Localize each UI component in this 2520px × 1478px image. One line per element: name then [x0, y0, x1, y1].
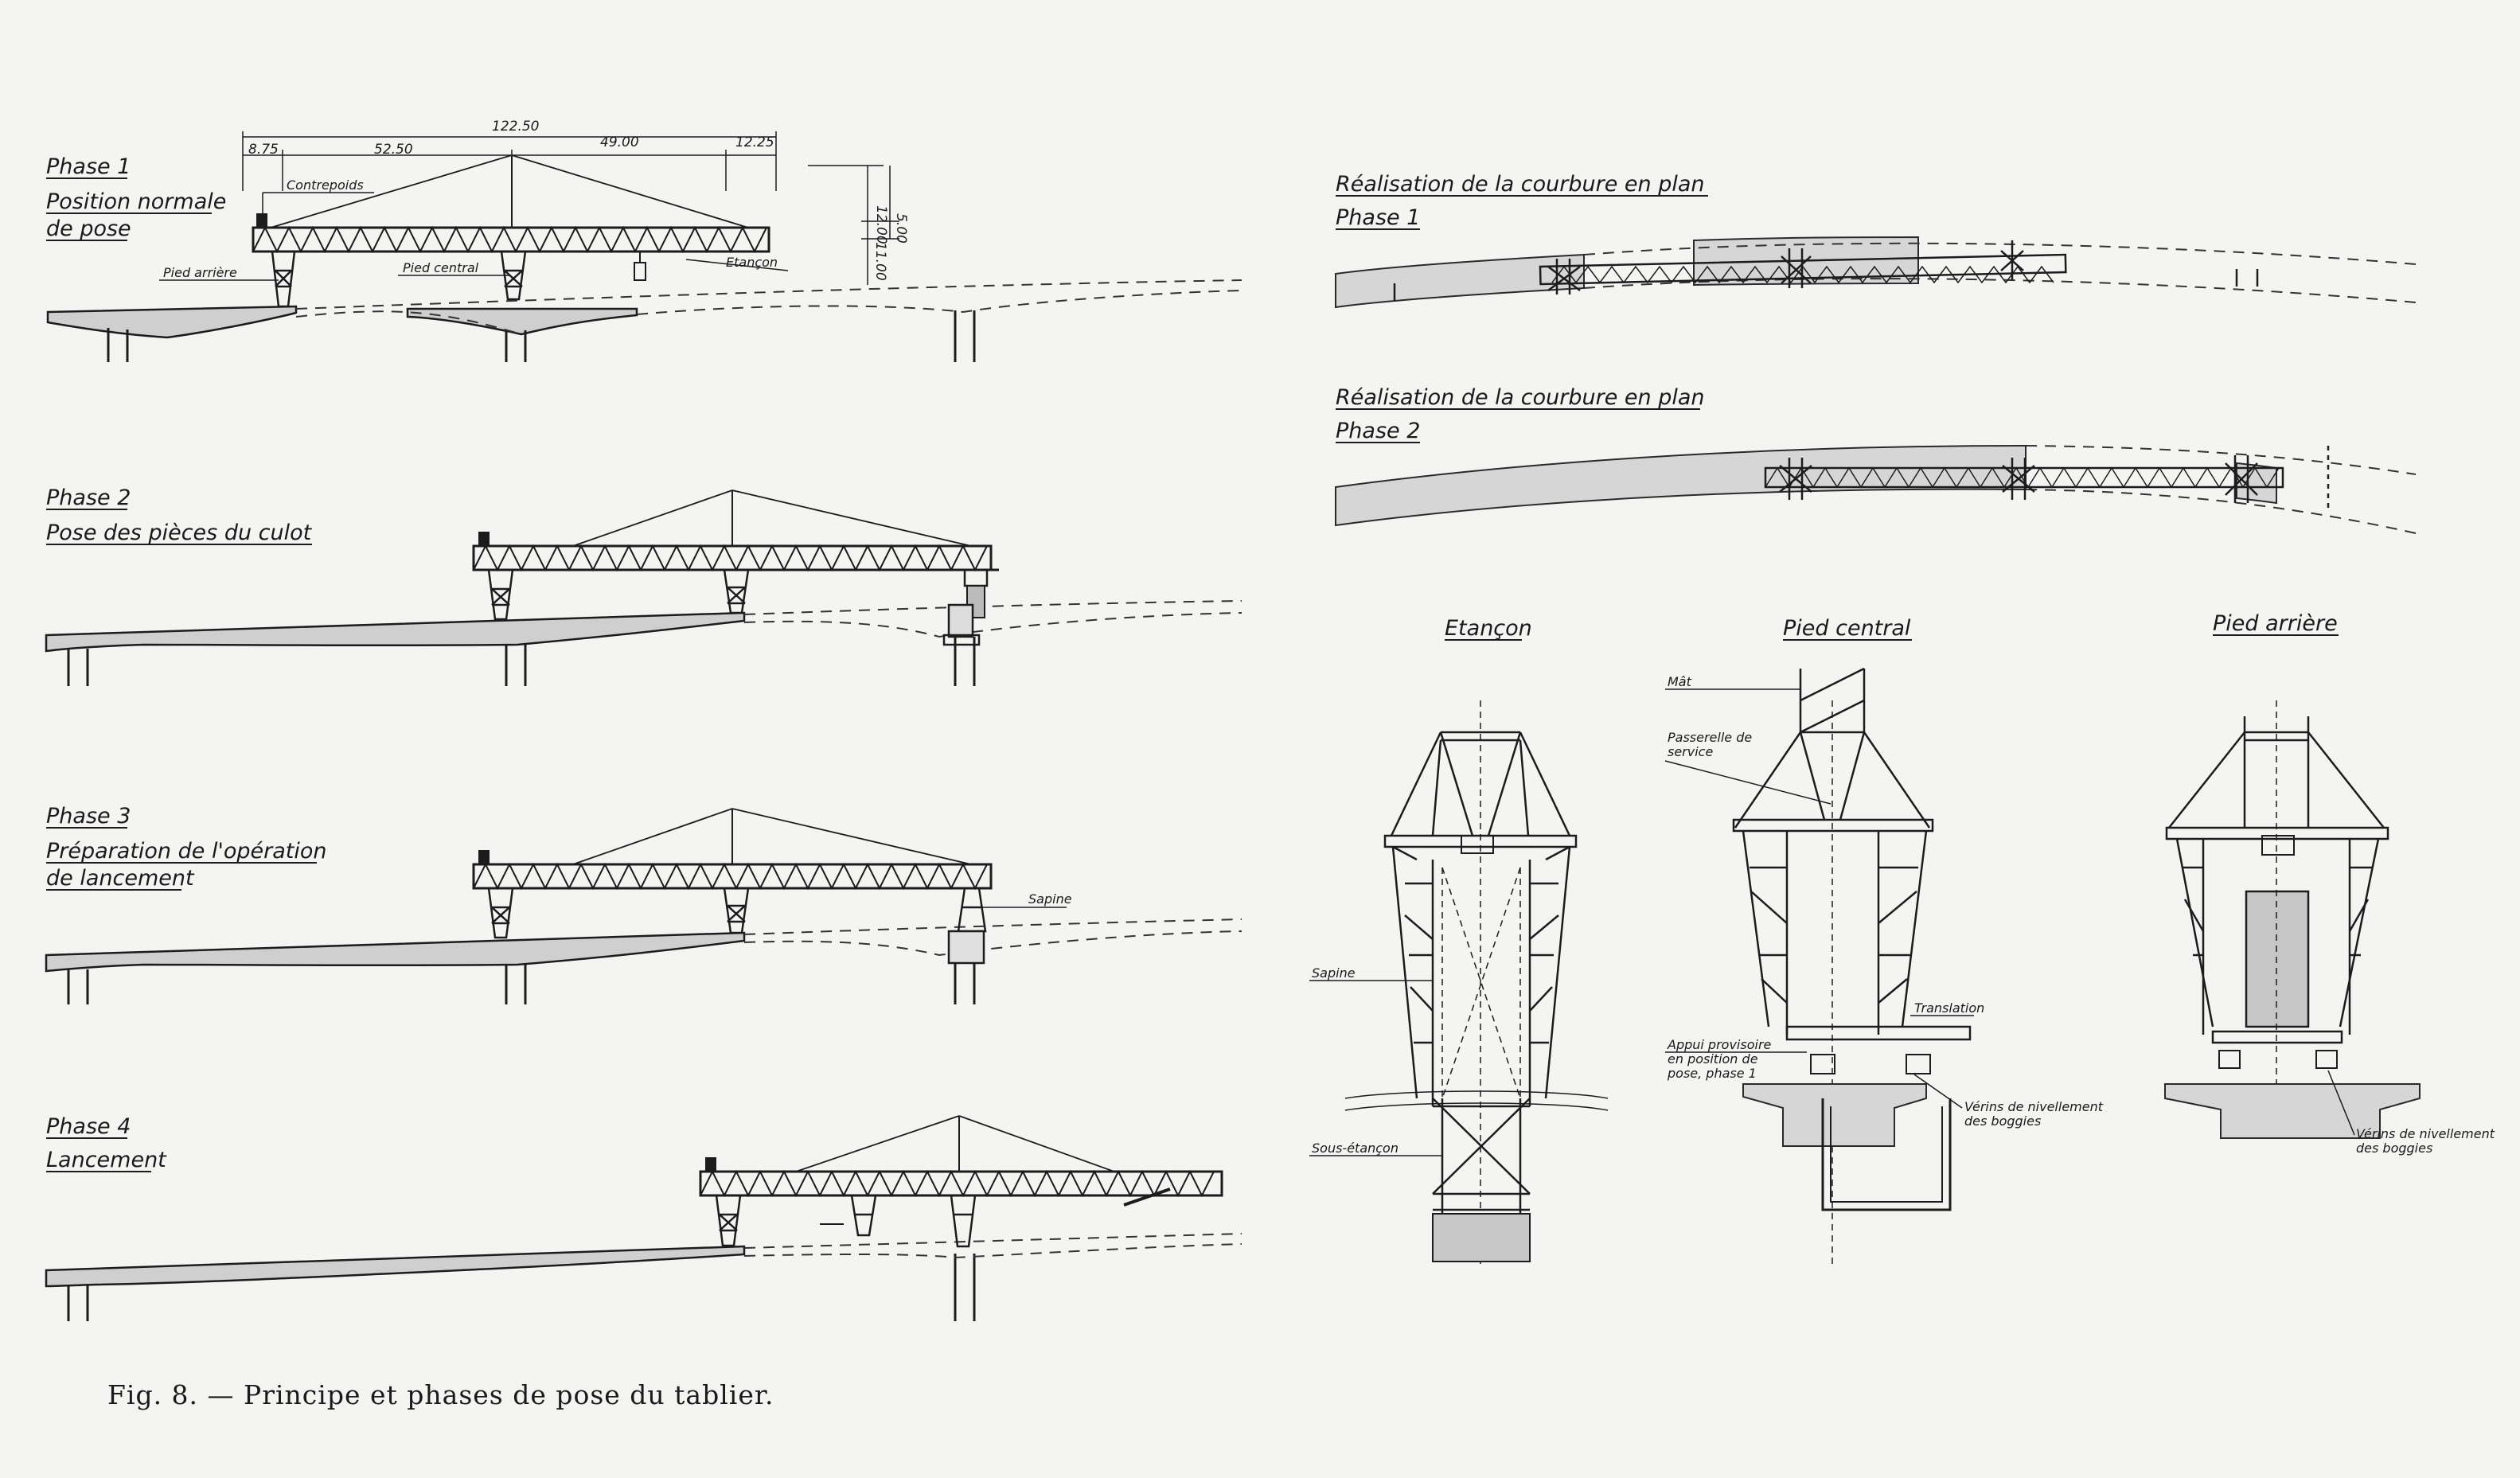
dim-8-75: 8.75: [248, 142, 279, 158]
plan-2-title: Réalisation de la courbure en plan: [1336, 385, 1705, 410]
plan-1-future-edge-top: [1583, 242, 2417, 265]
plan-2-deck-end: [2236, 462, 2277, 505]
phase-1-future-deck-bottom: [295, 290, 1242, 335]
phase-2-future-deck-bottom: [743, 612, 1242, 638]
plan-view-phase-2: Réalisation de la courbure en plan Phase…: [1335, 385, 2417, 534]
detail-label-mat: Mât: [1668, 674, 1692, 689]
plan-1-deck-left: [1335, 253, 1585, 309]
detail-label-verins-b2: des boggies: [2356, 1141, 2432, 1156]
phase-1-subtitle-line1: Position normale: [46, 189, 226, 214]
dim-5-00: 5.00: [893, 213, 909, 244]
pied-arriere-column: [2245, 890, 2310, 1028]
phase-3-future-deck-top: [743, 918, 1242, 935]
detail-label-passerelle-1: Passerelle de: [1668, 730, 1752, 745]
phase-4-elevation: Phase 4 Lancement: [45, 1114, 1242, 1321]
phase-2-deck: [45, 611, 746, 653]
phase-2-subtitle: Pose des pièces du culot: [46, 521, 313, 545]
plan-2-future-edge-top: [2025, 445, 2417, 475]
phase-3-piers: [67, 963, 976, 1004]
phase-3-truss: [472, 808, 993, 965]
dim-12-00: 12.00: [873, 205, 889, 244]
dim-total: 122.50: [492, 119, 539, 135]
detail-label-appui-2: en position de: [1668, 1051, 1758, 1067]
dim-12-25: 12.25: [735, 135, 774, 150]
phase-1-future-deck-top: [295, 279, 1242, 310]
phase-3-subtitle-line2: de lancement: [46, 866, 195, 891]
phase-3-subtitle-line1: Préparation de l'opération: [46, 839, 327, 864]
plan-2-phase: Phase 2: [1336, 419, 1420, 443]
phase-2-title: Phase 2: [46, 486, 131, 510]
phase-1-deck-left: [46, 305, 298, 339]
phase-1-piers: [107, 310, 976, 362]
phase-1-title: Phase 1: [46, 154, 131, 179]
figure-caption: Fig. 8. — Principe et phases de pose du …: [107, 1379, 774, 1410]
plan-2-supports: [1779, 446, 2330, 509]
phase-1-subtitle-line2: de pose: [46, 216, 131, 241]
phase-1-deck-center: [406, 307, 638, 336]
plan-1-future-edge-bottom: [1583, 278, 2417, 303]
phase-3-future-deck-bottom: [743, 930, 1242, 957]
label-contrepoids: Contrepoids: [287, 177, 364, 193]
detail-pied-central: Pied central Mât P: [1664, 616, 2104, 1265]
phase-3-title: Phase 3: [46, 804, 131, 829]
detail-label-sapine: Sapine: [1312, 965, 1356, 981]
label-pied-central: Pied central: [403, 260, 479, 275]
label-sapine-phase3: Sapine: [1028, 891, 1072, 907]
detail-label-verins-b1: Vérins de nivellement: [2356, 1126, 2495, 1141]
detail-etancon-title: Etançon: [1445, 616, 1532, 641]
plan-1-phase: Phase 1: [1336, 205, 1420, 230]
central-pier-column: [1821, 1098, 1952, 1211]
phase-3-elevation: Phase 3 Préparation de l'opération de la…: [45, 804, 1242, 1004]
phase-3-deck: [45, 931, 746, 973]
dim-49-00: 49.00: [600, 135, 639, 150]
detail-pied-arriere: Pied arrière Vérins de nivellement des b…: [2164, 611, 2495, 1156]
plan-2-deck: [1335, 444, 2027, 527]
detail-label-verins-2: des boggies: [1964, 1113, 2041, 1129]
phase-4-title: Phase 4: [46, 1114, 131, 1139]
phase-4-future-deck-top: [743, 1233, 1242, 1249]
phase-2-truss: [472, 489, 999, 646]
phase-4-future-deck-bottom: [743, 1243, 1242, 1259]
phase-1-dimensions: 122.50 8.75 52.50 49.00 12.25 12.00 5.00…: [242, 119, 909, 285]
detail-pied-arriere-title: Pied arrière: [2213, 611, 2338, 636]
plan-2-future-edge-bottom: [2025, 489, 2417, 534]
detail-label-translation: Translation: [1914, 1000, 1984, 1016]
dim-11-00: 11.00: [872, 242, 888, 281]
detail-label-appui-1: Appui provisoire: [1667, 1037, 1772, 1052]
central-box-girder: [1742, 1083, 1927, 1147]
phase-2-elevation: Phase 2 Pose des pièces du culot: [45, 486, 1242, 686]
phase-4-piers: [67, 1254, 976, 1321]
detail-pied-central-title: Pied central: [1783, 616, 1911, 641]
detail-label-sous-etancon: Sous-étançon: [1312, 1141, 1398, 1156]
phase-1-elevation: Phase 1 Position normale de pose 122.50 …: [46, 119, 1242, 362]
phase-1-truss: [252, 154, 770, 308]
phase-1-labels: Contrepoids Pied arrière Pied central Et…: [159, 177, 789, 281]
phase-4-truss: [699, 1115, 1223, 1248]
label-etancon: Etançon: [726, 255, 778, 270]
phase-2-future-deck-top: [743, 600, 1242, 615]
detail-label-passerelle-2: service: [1668, 744, 1713, 759]
plan-1-supports: [1393, 240, 2259, 301]
phase-4-deck: [45, 1245, 746, 1288]
arriere-box-girder: [2164, 1083, 2421, 1139]
plan-view-phase-1: Réalisation de la courbure en plan Phase…: [1335, 172, 2417, 309]
detail-label-verins-1: Vérins de nivellement: [1964, 1099, 2104, 1114]
phase-4-subtitle: Lancement: [46, 1148, 167, 1172]
detail-label-appui-3: pose, phase 1: [1667, 1066, 1757, 1081]
detail-etancon: Etançon: [1309, 616, 1609, 1265]
label-pied-arriere: Pied arrière: [163, 265, 237, 280]
dim-52-50: 52.50: [374, 142, 413, 158]
plan-1-title: Réalisation de la courbure en plan: [1336, 172, 1705, 197]
